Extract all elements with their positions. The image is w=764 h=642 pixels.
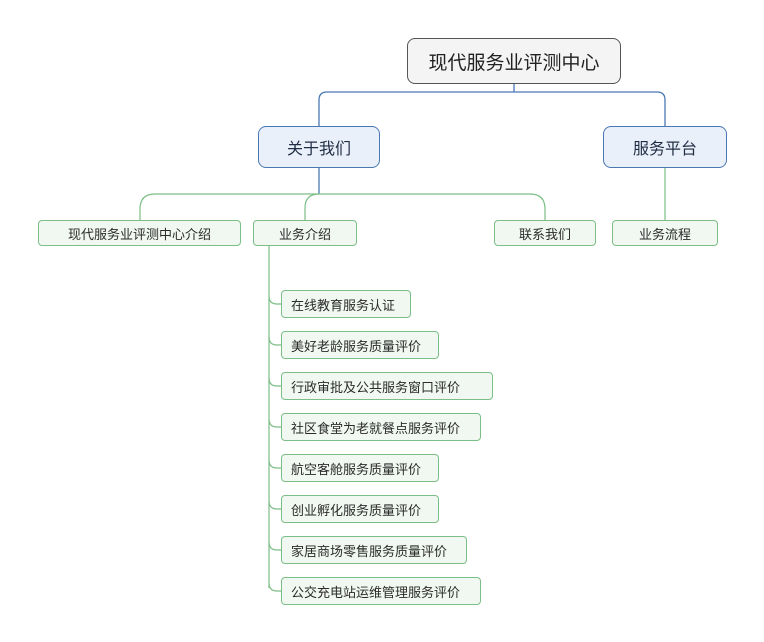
leaf-online-education[interactable]: 在线教育服务认证 bbox=[281, 290, 411, 318]
node-about-us[interactable]: 关于我们 bbox=[258, 126, 380, 168]
connector-root-to-platform bbox=[514, 91, 666, 126]
connector-leaf-2 bbox=[268, 336, 281, 346]
leaf-bus-charging-station[interactable]: 公交充电站运维管理服务评价 bbox=[281, 577, 481, 605]
connector-leaf-5 bbox=[268, 459, 281, 469]
connector-about-to-intro bbox=[139, 193, 319, 220]
leaf-administrative-window[interactable]: 行政审批及公共服务窗口评价 bbox=[281, 372, 493, 400]
node-business-process[interactable]: 业务流程 bbox=[612, 220, 718, 246]
connector-leaf-4 bbox=[268, 418, 281, 428]
connector-leaf-7 bbox=[268, 541, 281, 551]
leaf-community-canteen[interactable]: 社区食堂为老就餐点服务评价 bbox=[281, 413, 481, 441]
connector-root-to-about bbox=[318, 91, 514, 126]
connector-leaf-8 bbox=[268, 582, 281, 592]
node-contact-us[interactable]: 联系我们 bbox=[494, 220, 596, 246]
leaf-startup-incubation[interactable]: 创业孵化服务质量评价 bbox=[281, 495, 439, 523]
leaf-home-retail[interactable]: 家居商场零售服务质量评价 bbox=[281, 536, 467, 564]
node-center-intro[interactable]: 现代服务业评测中心介绍 bbox=[38, 220, 241, 246]
connector-leaf-3 bbox=[268, 377, 281, 387]
node-business-intro[interactable]: 业务介绍 bbox=[253, 220, 357, 246]
connector-leaf-6 bbox=[268, 500, 281, 510]
node-service-platform[interactable]: 服务平台 bbox=[603, 126, 727, 168]
connector-about-to-business bbox=[304, 193, 320, 220]
leaf-airline-cabin[interactable]: 航空客舱服务质量评价 bbox=[281, 454, 439, 482]
root-node[interactable]: 现代服务业评测中心 bbox=[407, 38, 621, 84]
connector-leaf-1 bbox=[268, 295, 281, 305]
connector-about-to-contact bbox=[319, 193, 546, 220]
leaf-elderly-service[interactable]: 美好老龄服务质量评价 bbox=[281, 331, 439, 359]
